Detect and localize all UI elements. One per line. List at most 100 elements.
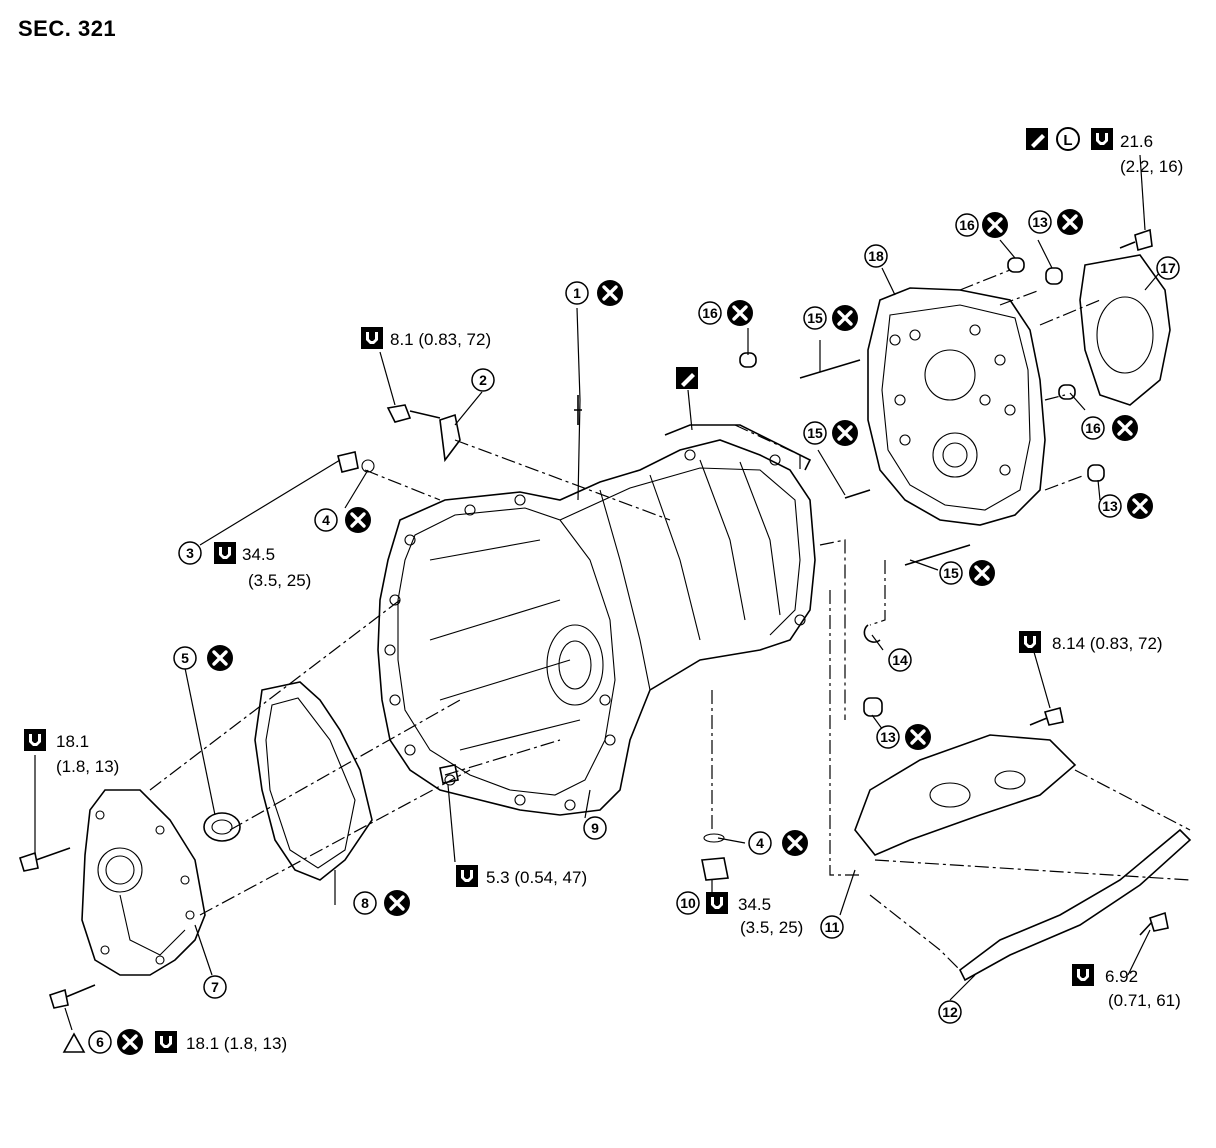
replace-icon (205, 643, 235, 673)
torque-wrench-icon (706, 892, 728, 914)
torque-wrench-icon (1019, 631, 1041, 653)
part-number: 16 (1085, 420, 1101, 436)
front-cover (81, 789, 206, 976)
part-number: 15 (807, 310, 823, 326)
callout-16-top: 16 (955, 210, 1010, 240)
svg-text:L: L (1063, 132, 1072, 149)
rail-plate (958, 828, 1192, 982)
torque-value: 34.5 (242, 545, 275, 564)
callout-5: 5 (173, 643, 235, 673)
torque-value: 8.1 (0.83, 72) (390, 330, 491, 349)
part-number: 3 (186, 545, 194, 561)
torque-sub: (3.5, 25) (248, 571, 311, 590)
callout-bolt-7-torque: 18.1 (1.8, 13) (24, 729, 119, 776)
replace-icon (595, 278, 625, 308)
replace-icon (115, 1027, 145, 1057)
callout-18: 18 (864, 244, 888, 268)
replace-icon (1055, 207, 1085, 237)
callout-1: 1 (565, 278, 625, 308)
replace-icon (382, 888, 412, 918)
torque-wrench-icon (456, 865, 478, 887)
replace-icon (830, 303, 860, 333)
torque-wrench-icon (1091, 128, 1113, 150)
replace-icon (780, 828, 810, 858)
torque-value: 18.1 (1.8, 13) (186, 1034, 287, 1053)
replace-icon (967, 558, 997, 588)
callout-bolt-11-torque: 8.14 (0.83, 72) (1019, 631, 1163, 653)
under-cover (854, 734, 1077, 856)
torque-value: 8.14 (0.83, 72) (1052, 634, 1163, 653)
part-number: 14 (892, 652, 908, 668)
torque-wrench-icon (214, 542, 236, 564)
front-gasket (254, 681, 373, 881)
callout-16-right: 16 (1081, 413, 1140, 443)
callout-nut-9-torque: 5.3 (0.54, 47) (456, 865, 587, 887)
triangle-adjust-icon (62, 1032, 86, 1053)
locking-sealant-icon: L (1056, 127, 1080, 151)
torque-value: 34.5 (738, 895, 771, 914)
callout-16-mid: 16 (698, 298, 755, 328)
torque-sub: (1.8, 13) (56, 757, 119, 776)
part-number: 16 (702, 305, 718, 321)
callout-4-top: 4 (314, 505, 373, 535)
part-number: 15 (807, 425, 823, 441)
part-number: 13 (880, 729, 896, 745)
part-number: 7 (211, 979, 219, 995)
callout-bolt-2-torque: 8.1 (0.83, 72) (361, 327, 491, 349)
callout-6-torque: 6 18.1 (1.8, 13) (62, 1027, 287, 1057)
part-number: 4 (322, 512, 330, 528)
torque-wrench-icon (1072, 964, 1094, 986)
adapter-plate (867, 287, 1046, 526)
callout-8: 8 (353, 888, 412, 918)
torque-value: 18.1 (56, 732, 89, 751)
torque-sub: (3.5, 25) (740, 918, 803, 937)
callout-10-torque: 10 34.5 (3.5, 25) (676, 891, 803, 937)
part-number: 17 (1160, 260, 1176, 276)
assembly-lines (149, 269, 1191, 971)
callout-12: 12 (938, 1000, 962, 1024)
part-number: 13 (1032, 214, 1048, 230)
callout-7: 7 (203, 975, 227, 999)
replace-icon (1125, 491, 1155, 521)
small-parts (19, 228, 1169, 1009)
replace-icon (725, 298, 755, 328)
callout-14: 14 (888, 648, 912, 672)
part-number: 10 (680, 895, 696, 911)
part-number: 1 (573, 285, 581, 301)
callout-13-right: 13 (1098, 491, 1155, 521)
torque-wrench-icon (155, 1031, 177, 1053)
replace-icon (830, 418, 860, 448)
callout-11: 11 (820, 915, 844, 939)
transmission-case (377, 424, 816, 816)
callout-17: 17 (1156, 256, 1180, 280)
part-number: 2 (479, 372, 487, 388)
leader-lines (34, 154, 1161, 1031)
part-number: 15 (943, 565, 959, 581)
replace-icon (343, 505, 373, 535)
callout-bolt-12-torque: 6.92 (0.71, 61) (1072, 964, 1181, 1010)
callout-2: 2 (471, 368, 495, 392)
part-number: 6 (96, 1034, 104, 1050)
torque-sub: (2.2, 16) (1120, 157, 1183, 176)
torque-wrench-icon (24, 729, 46, 751)
replace-icon (903, 722, 933, 752)
callout-bolt-17-torque: L 21.6 (2.2, 16) (1026, 127, 1183, 176)
callout-13-top: 13 (1028, 207, 1085, 237)
callout-15-top: 15 (803, 303, 860, 333)
part-number: 4 (756, 835, 764, 851)
replace-icon (1110, 413, 1140, 443)
oil-seal (203, 812, 241, 842)
callout-case-sealant (676, 367, 698, 389)
replace-icon (980, 210, 1010, 240)
torque-sub: (0.71, 61) (1108, 991, 1181, 1010)
torque-value: 6.92 (1105, 967, 1138, 986)
callout-9: 9 (583, 816, 607, 840)
part-number: 12 (942, 1004, 958, 1020)
torque-value: 5.3 (0.54, 47) (486, 868, 587, 887)
torque-wrench-icon (361, 327, 383, 349)
callout-4-bottom: 4 (748, 828, 810, 858)
callout-3-torque: 3 34.5 (3.5, 25) (178, 541, 311, 590)
rear-gasket (1079, 254, 1171, 406)
callout-13-bottom: 13 (876, 722, 933, 752)
callout-15-bottom: 15 (939, 558, 997, 588)
